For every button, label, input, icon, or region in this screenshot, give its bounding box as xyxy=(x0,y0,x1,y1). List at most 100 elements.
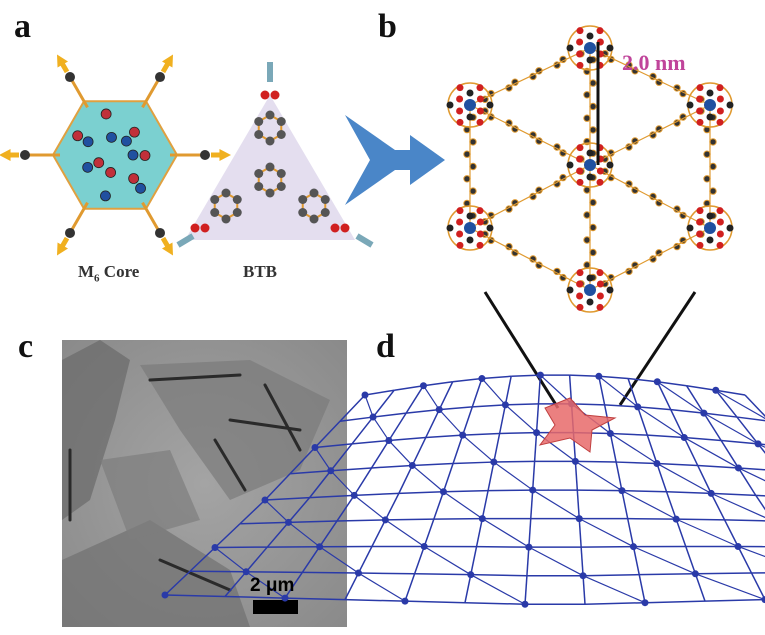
binding-arrow xyxy=(176,233,195,248)
mesh-edge xyxy=(364,389,395,396)
mesh-edge xyxy=(504,376,512,406)
mesh-edge xyxy=(683,437,699,466)
mesh-node xyxy=(161,591,169,599)
mesh-edge xyxy=(475,518,484,547)
mesh-node xyxy=(478,515,486,523)
cluster-atom xyxy=(456,95,464,103)
cluster-atom xyxy=(566,161,574,169)
mesh-edge xyxy=(422,385,440,410)
mesh-edge xyxy=(637,406,671,411)
mesh-edge xyxy=(189,570,247,573)
mesh-node xyxy=(618,487,626,495)
panel-label-a: a xyxy=(14,8,31,45)
mesh-edge xyxy=(266,521,290,548)
mesh-edge xyxy=(423,518,435,547)
mesh-node xyxy=(459,431,467,439)
mesh-edge xyxy=(724,519,765,522)
mesh-edge xyxy=(578,518,582,548)
carbon-atom xyxy=(276,182,286,191)
direction-arrowhead xyxy=(219,148,231,162)
mesh-edge xyxy=(670,408,704,414)
cluster-atom xyxy=(456,218,464,226)
cluster-atom xyxy=(606,44,614,52)
mesh-node xyxy=(385,437,393,445)
mesh-edge xyxy=(288,521,320,548)
core-caption-sub: 6 xyxy=(94,272,100,285)
cluster-atom xyxy=(586,274,594,282)
cluster-atom xyxy=(456,118,464,126)
mesh-edge xyxy=(610,432,648,436)
cluster-atom xyxy=(576,167,584,175)
core-atom xyxy=(128,173,140,184)
mesh-edge xyxy=(694,573,706,602)
oxygen-atom xyxy=(190,223,200,233)
nanosheet-mesh xyxy=(161,371,765,608)
mesh-edge xyxy=(404,573,416,602)
mesh-edge xyxy=(737,467,757,496)
sheet-fold xyxy=(158,558,232,592)
mesh-edge xyxy=(413,546,425,575)
sheet-fold xyxy=(213,438,247,492)
mesh-edge xyxy=(353,494,386,521)
highlighted-unit xyxy=(538,397,617,453)
mesh-edge xyxy=(302,571,359,574)
mesh-edge xyxy=(736,416,759,445)
mesh-edge xyxy=(318,520,338,548)
mesh-edge xyxy=(685,546,697,575)
mesh-node xyxy=(629,543,637,551)
mesh-edge xyxy=(666,491,712,495)
mesh-edge xyxy=(576,490,580,519)
core-atom xyxy=(72,130,84,142)
mesh-edge xyxy=(632,546,640,575)
mesh-edge xyxy=(675,518,739,548)
mesh-edge xyxy=(657,380,687,387)
mesh-edge xyxy=(695,573,765,601)
mesh-edge xyxy=(715,389,765,420)
mesh-node xyxy=(420,542,428,550)
linker-atom xyxy=(703,175,711,183)
mesh-edge xyxy=(358,572,415,575)
btb-caption: BTB xyxy=(243,262,278,281)
mesh-edge xyxy=(531,461,536,491)
mesh-edge xyxy=(647,434,685,439)
mesh-edge xyxy=(750,572,765,600)
linker-atom xyxy=(583,114,591,122)
mesh-edge xyxy=(488,489,533,492)
cluster-atom xyxy=(576,27,584,35)
mesh-node xyxy=(521,600,529,608)
direction-arrowhead xyxy=(162,54,173,68)
mesh-node xyxy=(439,488,447,496)
carbon-atom xyxy=(265,188,275,198)
zoom-connector-left xyxy=(483,291,560,409)
mesh-edge xyxy=(637,406,685,439)
mesh-edge xyxy=(598,375,639,408)
mesh-edge xyxy=(481,378,506,406)
mesh-edge xyxy=(438,381,454,410)
cluster-atom xyxy=(476,95,484,103)
mesh-edge xyxy=(394,384,424,391)
mesh-edge xyxy=(755,494,765,497)
mesh-edge xyxy=(697,464,739,469)
mesh-edge xyxy=(314,420,341,449)
mesh-edge xyxy=(685,385,705,414)
cluster-atom xyxy=(596,280,604,288)
mesh-edge xyxy=(354,492,399,497)
cluster-atom xyxy=(596,269,604,277)
linker-bond xyxy=(469,164,591,229)
mesh-edge xyxy=(314,447,332,472)
mesh-node xyxy=(408,461,416,469)
carbon-atom xyxy=(210,195,220,204)
mesh-edge xyxy=(530,490,534,519)
cluster-atom xyxy=(576,280,584,288)
sheet-fold xyxy=(148,373,242,382)
cluster-atom xyxy=(476,241,484,249)
oxygen-atom xyxy=(260,90,270,100)
mesh-edge xyxy=(164,594,226,598)
linker-atom xyxy=(589,126,597,134)
mesh-edge xyxy=(584,601,646,605)
mesh-edge xyxy=(462,432,500,436)
mesh-edge xyxy=(656,462,712,494)
mesh-edge xyxy=(656,463,668,493)
mesh-edge xyxy=(675,518,687,547)
